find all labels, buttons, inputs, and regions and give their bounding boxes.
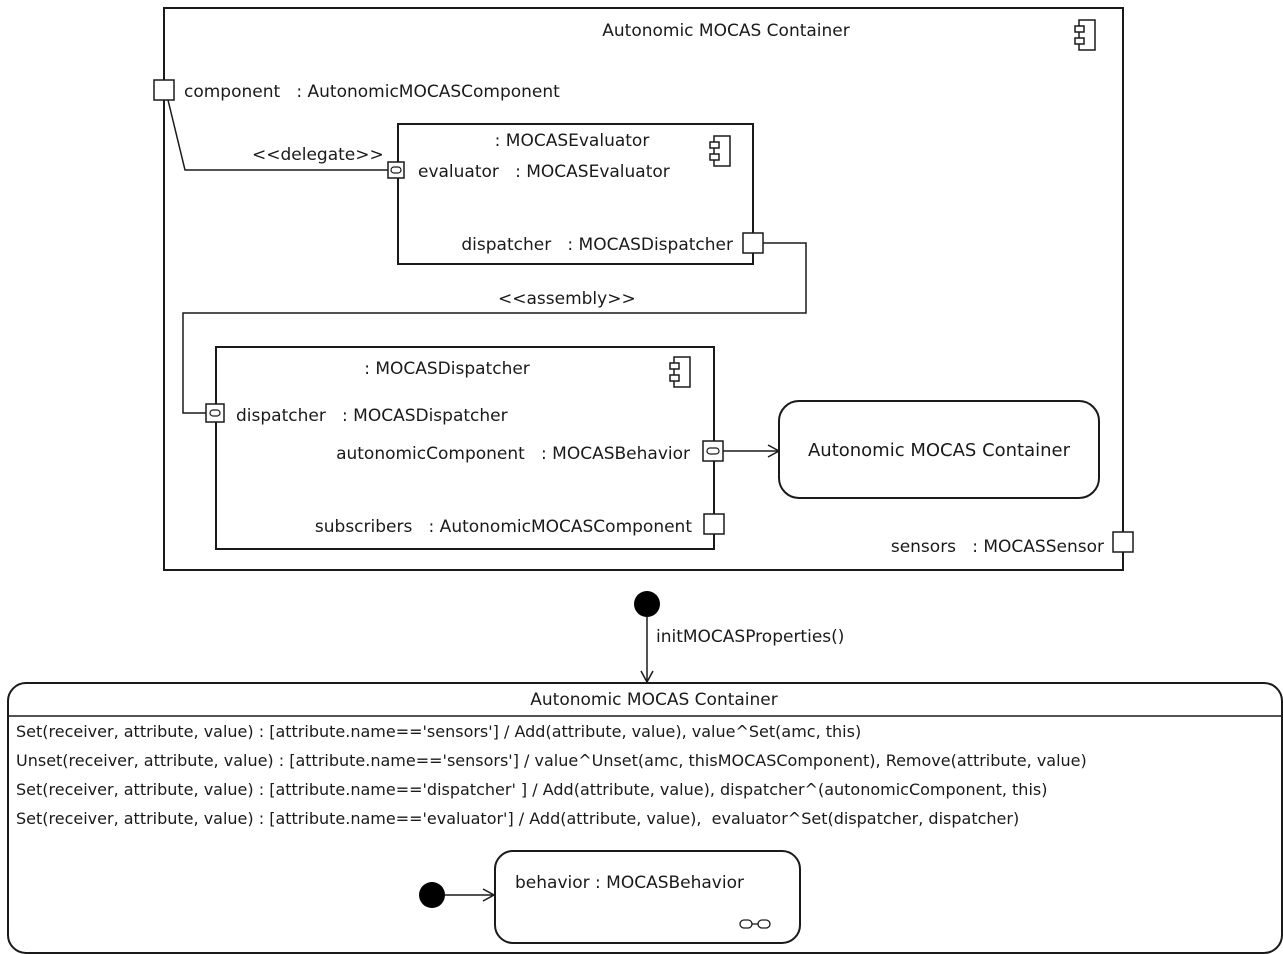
initial-state-icon — [419, 882, 445, 908]
assembly-connector — [182, 242, 807, 414]
interface-port-icon[interactable] — [205, 403, 225, 423]
interface-port-icon[interactable] — [387, 161, 405, 179]
interface-port-icon[interactable] — [702, 440, 724, 462]
evaluator-part-title: : MOCASEvaluator — [495, 131, 650, 151]
transition-2: Unset(receiver, attribute, value) : [att… — [16, 751, 1087, 770]
component-icon — [1074, 19, 1096, 51]
assembly-label: <<assembly>> — [498, 289, 636, 309]
initial-state-icon — [634, 591, 660, 617]
transition-1: Set(receiver, attribute, value) : [attri… — [16, 722, 861, 741]
state-machine-title: Autonomic MOCAS Container — [530, 690, 778, 710]
container-title: Autonomic MOCAS Container — [602, 21, 850, 41]
autonomic-port-label: autonomicComponent : MOCASBehavior — [336, 444, 690, 464]
external-container-label: Autonomic MOCAS Container — [808, 440, 1071, 461]
evaluator-dispatcher-port-icon[interactable] — [742, 232, 764, 254]
state-machine-box[interactable] — [7, 682, 1283, 954]
sensors-port-label: sensors : MOCASSensor — [891, 537, 1104, 557]
external-container-box[interactable] — [778, 400, 1100, 499]
dispatcher-part-title: : MOCASDispatcher — [364, 359, 530, 379]
behavior-substate-label: behavior : MOCASBehavior — [515, 873, 744, 893]
component-icon — [669, 356, 691, 388]
sensors-port-icon[interactable] — [1112, 531, 1134, 553]
submachine-icon — [739, 919, 771, 929]
delegate-label: <<delegate>> — [252, 145, 384, 165]
component-port-icon[interactable] — [153, 79, 175, 101]
delegate-connector — [167, 99, 388, 171]
transition-4: Set(receiver, attribute, value) : [attri… — [16, 809, 1019, 828]
behavior-substate-box[interactable] — [494, 850, 801, 944]
subscribers-port-label: subscribers : AutonomicMOCASComponent — [315, 517, 692, 537]
subscribers-port-icon[interactable] — [703, 513, 725, 535]
evaluator-part-box[interactable] — [397, 123, 754, 265]
component-icon — [709, 135, 731, 167]
init-transition-label: initMOCASProperties() — [656, 627, 844, 647]
dispatcher-part-box[interactable] — [215, 346, 715, 550]
dispatcher-port-label: dispatcher : MOCASDispatcher — [236, 406, 508, 426]
evaluator-dispatcher-port-label: dispatcher : MOCASDispatcher — [461, 235, 733, 255]
evaluator-port-label: evaluator : MOCASEvaluator — [418, 162, 670, 182]
transition-3: Set(receiver, attribute, value) : [attri… — [16, 780, 1047, 799]
component-port-label: component : AutonomicMOCASComponent — [184, 82, 560, 102]
